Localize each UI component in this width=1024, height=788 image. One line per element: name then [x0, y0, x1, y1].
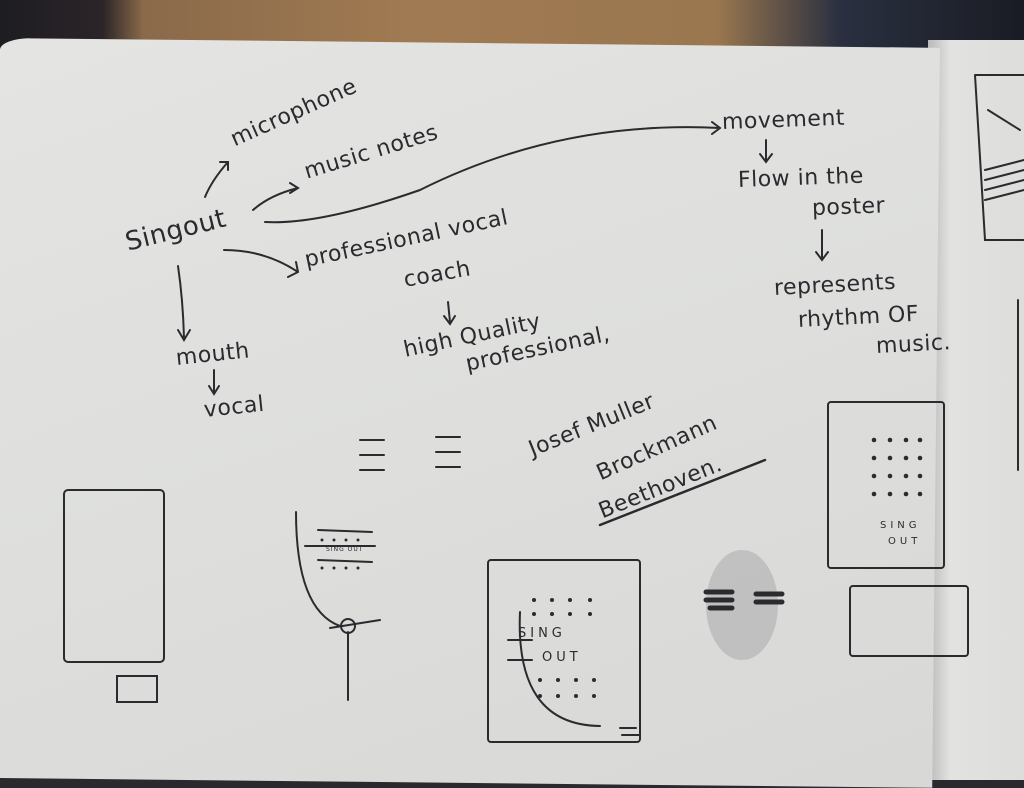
arrow-vocal	[208, 369, 220, 396]
underline-beethoven	[598, 458, 767, 527]
arrow-professional	[223, 249, 300, 278]
arrow-flow	[759, 139, 773, 164]
sketch-sing-label-2: SING	[880, 520, 921, 531]
sphere-bars	[703, 589, 785, 611]
arrow-music-notes	[252, 182, 300, 211]
dot-grids	[320, 437, 923, 698]
branch-poster: poster	[811, 193, 886, 221]
arrow-movement	[264, 121, 722, 224]
sketch-sing-out-mini: SING OUT	[326, 546, 364, 553]
shaded-sphere	[706, 550, 778, 660]
arrow-coach	[443, 301, 456, 326]
arrow-represents	[815, 229, 829, 262]
sketch-sing-label: SING	[518, 626, 566, 641]
lines-mark-2	[435, 436, 461, 468]
lines-mark-1	[359, 439, 385, 471]
sketch-out-label: OUT	[542, 650, 582, 665]
thumbnail-2-curve	[295, 511, 381, 701]
facing-page-sketch	[974, 74, 1024, 471]
branch-flow: Flow in the	[737, 163, 865, 193]
branch-music: music.	[875, 330, 952, 359]
mic-circle	[340, 618, 356, 634]
thumbnail-1-base	[116, 675, 158, 703]
arrow-mouth	[177, 265, 191, 342]
thumbnail-3-curve	[507, 611, 641, 736]
thumbnail-1	[63, 489, 165, 663]
thumbnail-3	[487, 559, 641, 743]
sketch-drawings	[63, 74, 1024, 743]
sketch-out-label-2: OUT	[888, 536, 922, 547]
thumbnail-4	[827, 401, 945, 569]
thumbnail-4-base	[849, 585, 969, 657]
branch-movement: movement	[721, 105, 846, 135]
arrow-microphone	[204, 161, 229, 198]
